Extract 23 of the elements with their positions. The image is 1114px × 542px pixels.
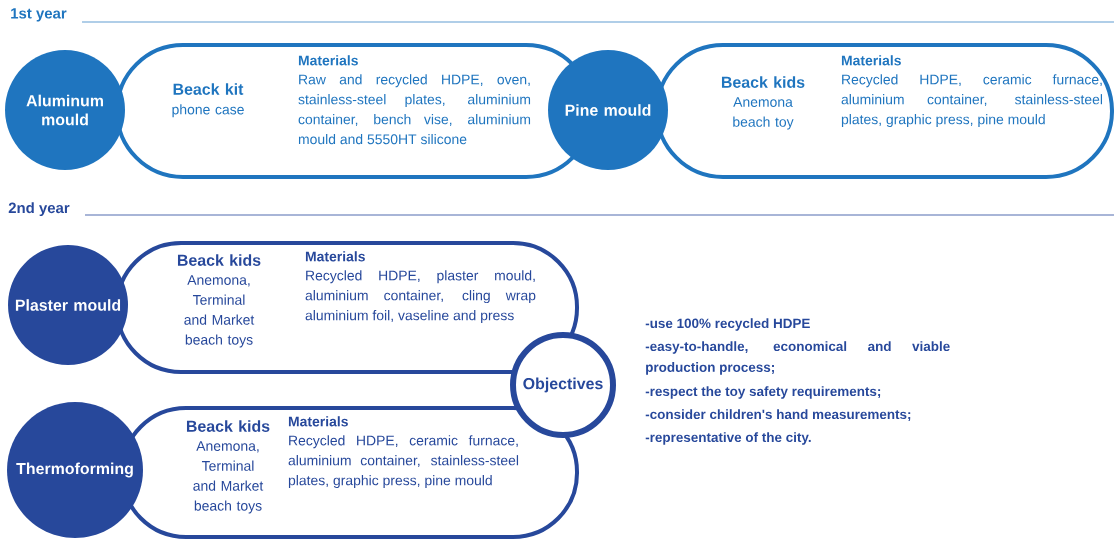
- product-heading: Beack kids: [721, 76, 805, 88]
- objective-item: -representative of the city.: [645, 432, 811, 445]
- materials-heading: Materials: [288, 416, 348, 427]
- materials-heading: Materials: [298, 55, 358, 66]
- product-name: Anemona, Terminal and Market beach toys: [184, 275, 255, 348]
- materials-heading: Materials: [305, 251, 365, 262]
- product-heading: Beack kit: [173, 83, 244, 95]
- section-heading: 1st year: [11, 8, 67, 22]
- product-heading: Beack kids: [187, 420, 270, 432]
- section-heading: 2nd year: [8, 202, 70, 217]
- materials-list: Recycled HDPE, ceramic furnace, aluminium container, stainless-steel plates, graphic press, pine mould: [841, 74, 1103, 128]
- product-name: phone case: [172, 104, 244, 118]
- materials-heading: Materials: [841, 55, 901, 66]
- objective-item: -easy-to-handle, economical and viable production process;: [645, 341, 950, 375]
- objective-item: -use 100% recycled HDPE: [645, 318, 810, 331]
- product-name: Anemona, Terminal and Market beach toys: [193, 441, 264, 514]
- product-heading: Beack kids: [178, 254, 261, 266]
- materials-list: Raw and recycled HDPE, oven, stainless-steel plates, aluminium container, bench vise, aluminium mould and 5550HT silicone: [298, 74, 531, 145]
- objective-item: -consider children's hand measurements;: [645, 409, 911, 421]
- materials-list: Recycled HDPE, plaster mould, aluminium container, cling wrap aluminium foil, vaseline and press: [305, 270, 536, 324]
- objective-item: -respect the toy safety requirements;: [645, 386, 881, 399]
- materials-list: Recycled HDPE, ceramic furnace, aluminium container, stainless-steel plates, graphic press, pine mould: [288, 435, 519, 489]
- product-name: Anemona beach toy: [733, 97, 794, 130]
